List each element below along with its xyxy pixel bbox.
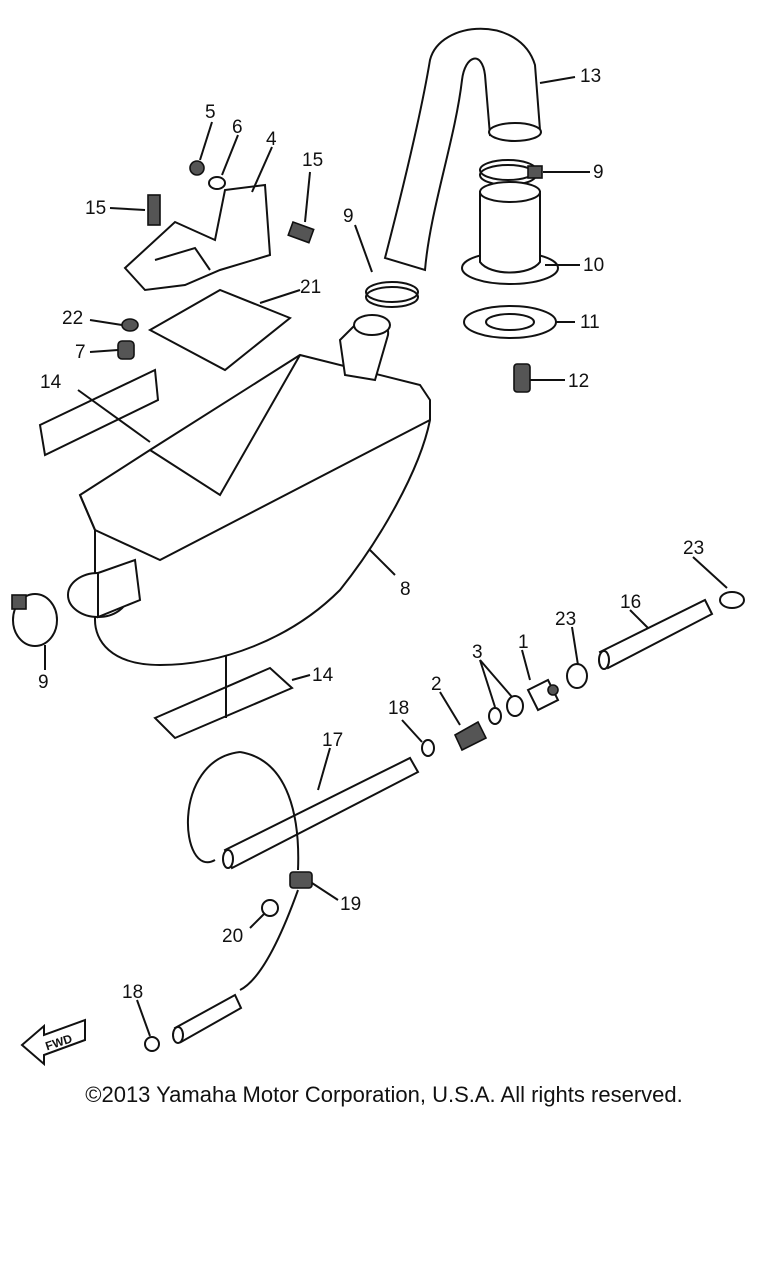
callout-15-right: 15 [302,150,323,171]
plate-21 [147,288,292,372]
clamp-9-top [479,159,543,186]
callout-14-top: 14 [40,372,62,393]
callout-16: 16 [620,592,641,613]
hose-16 [598,598,714,670]
callout-20: 20 [222,926,243,947]
callout-15-left: 15 [85,198,106,219]
leader-lines [44,76,728,1037]
callout-17: 17 [322,730,343,751]
callout-2: 2 [431,674,442,695]
parts-diagram: FWD 13 9 10 [11,27,745,1067]
callout-9-mid: 9 [343,206,354,227]
callout-18-top: 18 [388,698,409,719]
gasket-11 [463,305,557,339]
callout-13: 13 [580,66,601,87]
callout-7: 7 [75,342,86,363]
fitting-19 [289,871,313,889]
tank-8 [67,314,431,667]
callout-18-bottom: 18 [122,982,143,1003]
valve-2 [453,720,488,752]
hose-13 [383,27,542,272]
callout-3: 3 [472,642,483,663]
fwd-arrow-icon: FWD [20,1018,86,1067]
joint-10 [461,181,559,285]
hose-17 [222,756,420,870]
pad-14-bottom [153,666,294,740]
callout-1: 1 [518,632,529,653]
callout-22: 22 [62,308,83,329]
callout-5: 5 [205,102,216,123]
clip-18-bottom [144,1036,160,1052]
copyright-notice: ©2013 Yamaha Motor Corporation, U.S.A. A… [85,1082,683,1107]
callout-14-bottom: 14 [312,665,334,686]
callout-9-left: 9 [38,672,49,693]
callout-4: 4 [266,129,277,150]
callout-10: 10 [583,255,604,276]
callout-6: 6 [232,117,243,138]
callout-21: 21 [300,277,321,298]
callout-12: 12 [568,371,589,392]
callout-23-right: 23 [683,538,704,559]
hose-short [172,993,243,1044]
clamp-9-mid [365,281,419,308]
clip-18 [421,739,435,757]
callout-8: 8 [400,579,411,600]
pad-14-top [38,368,160,457]
callout-23-left: 23 [555,609,576,630]
callout-19: 19 [340,894,361,915]
screw-20 [261,899,279,917]
clamp-23 [566,591,745,689]
hose-loop [187,751,300,991]
washers-3 [488,695,524,725]
clamp-9-left [11,593,58,647]
callouts: 13 9 10 11 12 9 5 6 4 15 15 21 22 7 14 8… [38,66,704,1003]
callout-9-top: 9 [593,162,604,183]
callout-11: 11 [580,312,600,333]
fitting-1 [526,678,560,712]
nipple-12 [513,363,531,393]
